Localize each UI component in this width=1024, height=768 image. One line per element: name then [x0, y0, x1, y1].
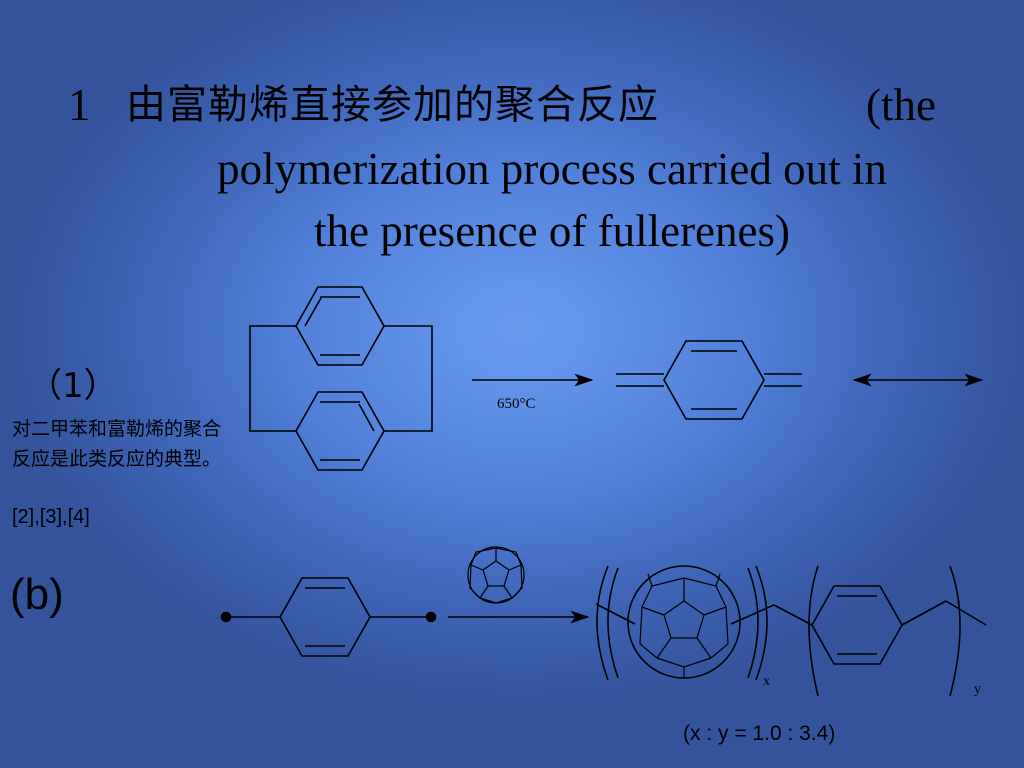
section1-label: （1） [28, 366, 118, 406]
xylylene-diradical [226, 577, 430, 657]
polymer-product [595, 565, 987, 697]
cyclophane-bridge-right [384, 325, 433, 432]
quinodimethane [616, 340, 802, 420]
radical-dot-right [425, 611, 437, 623]
title-english-line2: polymerization process carried out in [217, 144, 887, 194]
title-chinese: 由富勒烯直接参加的聚合反应 [126, 82, 659, 128]
fullerene-reagent-icon [467, 546, 525, 604]
cyclophane-bridge-left [249, 325, 296, 432]
title-number: 1 [68, 80, 91, 130]
section1-references: [2],[3],[4] [12, 506, 90, 528]
subscript-y: y [974, 682, 981, 697]
section-b-label: (b) [10, 570, 64, 619]
cyclophane-lower-ring [295, 391, 385, 471]
cyclophane-upper-ring [295, 286, 385, 366]
slide-title: 1 由富勒烯直接参加的聚合反应 (the polymerization proc… [0, 70, 1024, 260]
reaction-condition: 650°C [497, 396, 536, 412]
ratio-label: (x : y = 1.0 : 3.4) [683, 722, 836, 745]
section1-description: 对二甲苯和富勒烯的聚合反应是此类反应的典型。 [12, 418, 222, 470]
subscript-x: x [763, 674, 770, 689]
title-english-line1: (the [866, 80, 936, 130]
radical-dot-left [220, 611, 232, 623]
title-english-line3: the presence of fullerenes) [314, 206, 790, 256]
